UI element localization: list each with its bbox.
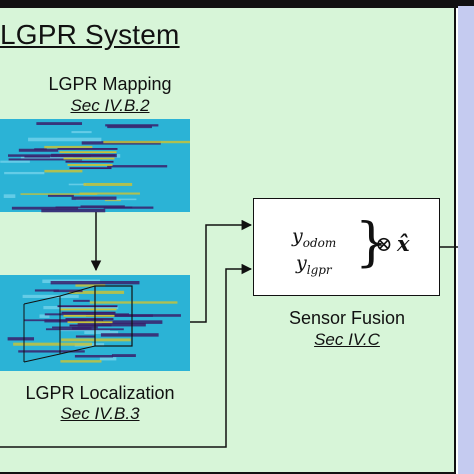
fusion-section-ref: Sec IV.C: [314, 330, 380, 349]
fusion-operator: ⊗: [375, 232, 393, 256]
localization-label: LGPR Localization: [25, 383, 175, 403]
lgpr-input-symbol: ylgpr: [296, 252, 332, 277]
state-estimate-symbol: x̂: [397, 231, 410, 256]
odometry-to-fusion-arrow: [0, 263, 253, 448]
localization-to-fusion-arrow: [190, 219, 253, 323]
fusion-label: Sensor Fusion: [288, 308, 406, 328]
odom-input-symbol: yodom: [292, 225, 337, 250]
localization-section-ref: Sec IV.B.3: [60, 404, 140, 423]
mapping-label: LGPR Mapping: [48, 74, 172, 94]
sensor-fusion-box: yodom ylgpr } ⊗ x̂: [253, 198, 440, 296]
top-border: [0, 0, 474, 8]
mapping-gpr-scan: [0, 119, 190, 213]
localization-gpr-scan: [0, 275, 190, 371]
input-brace: }: [355, 213, 389, 273]
panel-title: LGPR System: [0, 19, 180, 50]
right-sidebar-strip: [458, 6, 474, 474]
mapping-section-ref: Sec IV.B.2: [70, 96, 150, 115]
